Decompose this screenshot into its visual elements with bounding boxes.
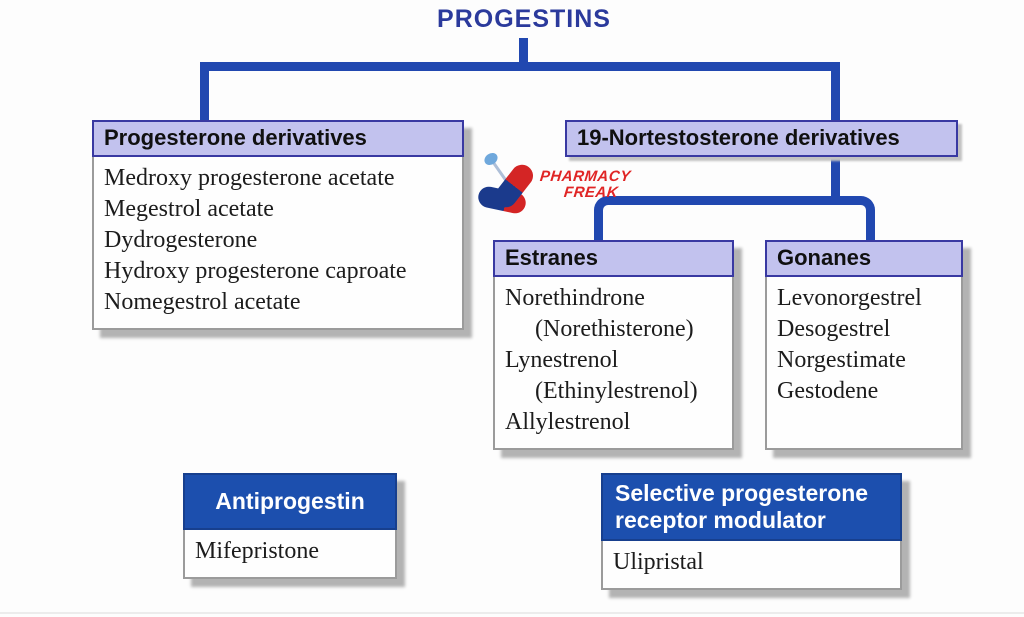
- pill-capsules-icon: [478, 152, 534, 214]
- gonanes-list: Levonorgestrel Desogestrel Norgestimate …: [765, 277, 963, 450]
- drug-name: Norgestimate: [777, 347, 906, 373]
- drug-name: Megestrol acetate: [104, 196, 274, 222]
- connector-main-horizontal: [200, 62, 840, 71]
- drug-synonym: (Norethisterone): [535, 316, 694, 342]
- drug-name: Dydrogesterone: [104, 227, 258, 253]
- connector-nortestosterone-stub: [831, 150, 840, 202]
- connector-left-drop: [200, 62, 209, 122]
- gonanes-header: Gonanes: [765, 240, 963, 277]
- drug-name: Levonorgestrel: [777, 285, 922, 311]
- drug-name: Hydroxy progesterone caproate: [104, 258, 407, 284]
- diagram-title: PROGESTINS: [437, 5, 611, 33]
- progesterone-derivatives-list: Medroxy progesterone acetate Megestrol a…: [92, 157, 464, 330]
- drug-name: Norethindrone: [505, 285, 645, 311]
- pharmacy-freak-logo: PHARMACY FREAK: [476, 148, 634, 218]
- nortestosterone-derivatives-box: 19-Nortestosterone derivatives: [565, 120, 958, 157]
- sprm-box: Selective progesterone receptor modulato…: [601, 473, 902, 590]
- logo-word-freak: FREAK: [563, 184, 620, 201]
- antiprogestin-box: Antiprogestin Mifepristone: [183, 473, 397, 579]
- estranes-header: Estranes: [493, 240, 734, 277]
- drug-name: Ulipristal: [613, 549, 704, 575]
- drug-name: Nomegestrol acetate: [104, 289, 301, 315]
- connector-branch-bracket: [594, 196, 875, 244]
- nortestosterone-derivatives-header: 19-Nortestosterone derivatives: [565, 120, 958, 157]
- drug-name: Allylestrenol: [505, 409, 631, 435]
- gonanes-box: Gonanes Levonorgestrel Desogestrel Norge…: [765, 240, 963, 450]
- sprm-header: Selective progesterone receptor modulato…: [601, 473, 902, 541]
- estranes-list: Norethindrone (Norethisterone) Lynestren…: [493, 277, 734, 450]
- antiprogestin-list: Mifepristone: [183, 530, 397, 579]
- progesterone-derivatives-box: Progesterone derivatives Medroxy progest…: [92, 120, 464, 330]
- antiprogestin-header: Antiprogestin: [183, 473, 397, 530]
- connector-title-stub: [519, 38, 528, 66]
- logo-word-pharmacy: PHARMACY: [539, 168, 632, 185]
- connector-right-drop: [831, 62, 840, 122]
- drug-name: Mifepristone: [195, 538, 319, 564]
- bottom-divider-line: [0, 612, 1024, 614]
- sprm-list: Ulipristal: [601, 541, 902, 590]
- drug-synonym: (Ethinylestrenol): [535, 378, 698, 404]
- progesterone-derivatives-header: Progesterone derivatives: [92, 120, 464, 157]
- drug-name: Desogestrel: [777, 316, 891, 342]
- drug-name: Lynestrenol: [505, 347, 619, 373]
- drug-name: Medroxy progesterone acetate: [104, 165, 395, 191]
- estranes-box: Estranes Norethindrone (Norethisterone) …: [493, 240, 734, 450]
- drug-name: Gestodene: [777, 378, 879, 404]
